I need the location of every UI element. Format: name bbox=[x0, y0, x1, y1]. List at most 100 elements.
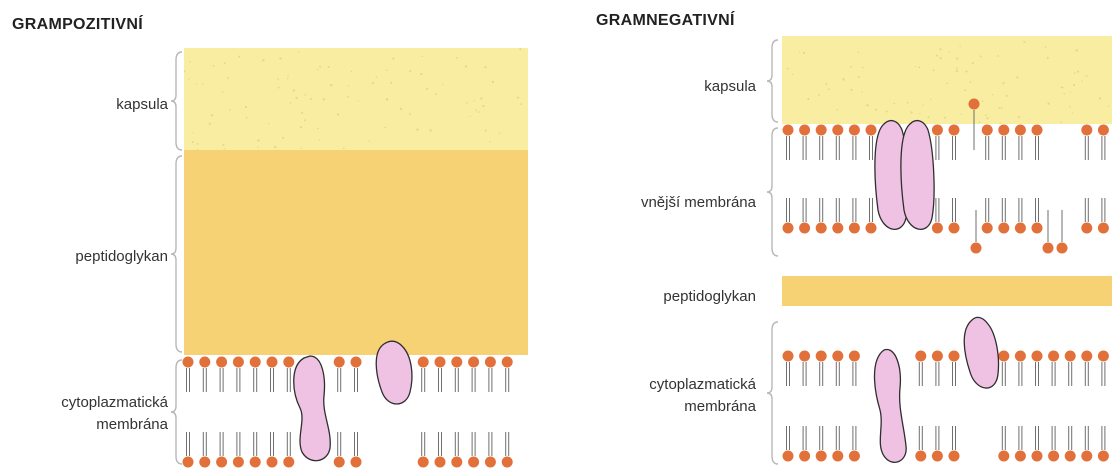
lipid-head bbox=[1098, 351, 1109, 362]
capsule-speckle bbox=[238, 56, 240, 58]
capsule-speckle bbox=[257, 139, 259, 141]
capsule-speckle bbox=[970, 81, 972, 83]
lipid-head bbox=[866, 125, 877, 136]
capsule-speckle bbox=[928, 116, 930, 118]
lipid-head bbox=[199, 357, 210, 368]
capsule-speckle bbox=[295, 97, 297, 99]
capsule-speckle bbox=[1077, 71, 1079, 73]
capsule-speckle bbox=[274, 146, 276, 148]
lipid-head bbox=[1032, 125, 1043, 136]
capsule-speckle bbox=[519, 48, 521, 50]
capsule-speckle bbox=[948, 51, 949, 52]
lipid-head bbox=[783, 451, 794, 462]
lipid-head bbox=[799, 451, 810, 462]
left-membrane-brace bbox=[171, 360, 182, 464]
capsule-speckle bbox=[956, 58, 958, 60]
capsule-speckle bbox=[484, 66, 486, 68]
capsule-speckle bbox=[422, 56, 423, 57]
capsule-speckle bbox=[279, 58, 281, 60]
lipid-head bbox=[915, 351, 926, 362]
lipid-head bbox=[982, 125, 993, 136]
capsule-speckle bbox=[466, 102, 468, 104]
capsule-speckle bbox=[939, 48, 941, 50]
lipid-head bbox=[1015, 351, 1026, 362]
capsule-speckle bbox=[209, 123, 211, 125]
capsule-speckle bbox=[1003, 82, 1005, 84]
capsule-speckle bbox=[213, 65, 215, 67]
lipid-head bbox=[832, 223, 843, 234]
capsule-speckle bbox=[290, 102, 292, 104]
lps-head bbox=[1043, 243, 1054, 254]
capsule-speckle bbox=[372, 82, 374, 84]
capsule-speckle bbox=[964, 89, 966, 91]
lipid-head bbox=[267, 357, 278, 368]
capsule-speckle bbox=[277, 79, 278, 80]
lipid-head bbox=[849, 223, 860, 234]
capsule-speckle bbox=[246, 117, 248, 119]
capsule-speckle bbox=[319, 66, 321, 68]
capsule-speckle bbox=[894, 103, 896, 105]
capsule-speckle bbox=[520, 103, 522, 105]
capsule-speckle bbox=[282, 137, 284, 139]
lipid-head bbox=[451, 357, 462, 368]
lipid-head bbox=[216, 457, 227, 468]
lps-head bbox=[969, 99, 980, 110]
lipid-head bbox=[783, 125, 794, 136]
capsule-speckle bbox=[202, 83, 203, 84]
capsule-speckle bbox=[475, 110, 477, 112]
capsule-speckle bbox=[1073, 84, 1075, 86]
capsule-speckle bbox=[376, 76, 378, 78]
capsule-speckle bbox=[992, 94, 993, 95]
capsule-speckle bbox=[392, 58, 394, 60]
capsule-speckle bbox=[956, 70, 958, 72]
capsule-speckle bbox=[293, 89, 295, 91]
lipid-head bbox=[998, 451, 1009, 462]
lipid-head bbox=[832, 125, 843, 136]
lipid-head bbox=[1081, 451, 1092, 462]
capsule-speckle bbox=[347, 96, 349, 98]
capsule-speckle bbox=[304, 119, 306, 121]
capsule-speckle bbox=[323, 98, 325, 100]
capsule-speckle bbox=[946, 83, 948, 85]
lipid-head bbox=[1015, 223, 1026, 234]
capsule-speckle bbox=[485, 130, 487, 132]
right-outer-membrane bbox=[783, 125, 1109, 234]
capsule-speckle bbox=[224, 62, 226, 64]
capsule-speckle bbox=[328, 66, 330, 68]
lipid-head bbox=[932, 451, 943, 462]
lipid-head bbox=[1048, 451, 1059, 462]
capsule-speckle bbox=[268, 123, 269, 124]
right-capsule-layer bbox=[782, 36, 1112, 124]
lipid-head bbox=[468, 457, 479, 468]
lipid-head bbox=[183, 357, 194, 368]
capsule-speckle bbox=[416, 129, 418, 131]
capsule-speckle bbox=[300, 148, 301, 149]
capsule-speckle bbox=[922, 105, 923, 106]
capsule-speckle bbox=[825, 83, 827, 85]
capsule-speckle bbox=[1006, 95, 1008, 97]
lipid-head bbox=[1048, 351, 1059, 362]
lipid-head bbox=[334, 357, 345, 368]
lipid-head bbox=[816, 451, 827, 462]
lipid-head bbox=[816, 125, 827, 136]
capsule-speckle bbox=[915, 66, 916, 67]
lipid-head bbox=[932, 351, 943, 362]
capsule-speckle bbox=[999, 107, 1001, 109]
capsule-speckle bbox=[956, 67, 958, 69]
capsule-speckle bbox=[1045, 46, 1047, 48]
left-peptidoglycan-brace bbox=[171, 156, 182, 352]
lipid-head bbox=[1032, 451, 1043, 462]
capsule-speckle bbox=[1069, 106, 1070, 107]
capsule-speckle bbox=[278, 87, 280, 89]
capsule-speckle bbox=[470, 116, 471, 117]
capsule-speckle bbox=[192, 141, 194, 143]
capsule-speckle bbox=[985, 114, 987, 116]
lipid-head bbox=[1098, 451, 1109, 462]
capsule-speckle bbox=[368, 141, 369, 142]
lipid-head bbox=[183, 457, 194, 468]
capsule-speckle bbox=[972, 62, 974, 64]
lipid-head bbox=[832, 451, 843, 462]
lipid-head bbox=[982, 223, 993, 234]
capsule-speckle bbox=[351, 71, 353, 73]
